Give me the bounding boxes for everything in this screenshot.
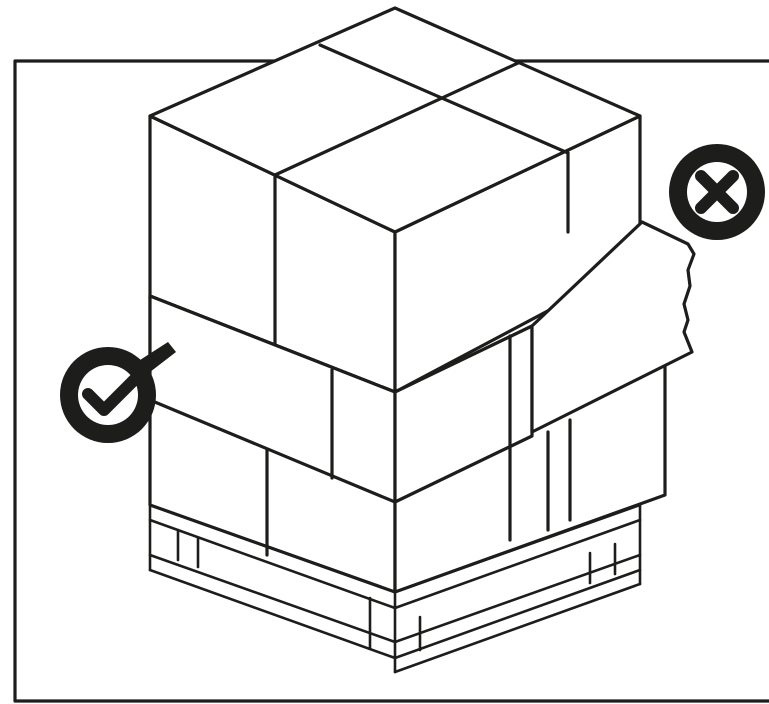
top-box-layer bbox=[148, 6, 642, 394]
loose-wrap-flap-shape bbox=[530, 220, 696, 434]
top-division-line bbox=[273, 61, 520, 177]
pallet-board bbox=[393, 568, 642, 660]
pallet-board bbox=[148, 568, 397, 660]
pallet-base bbox=[148, 503, 642, 674]
pallet-board bbox=[393, 503, 642, 594]
loose-wrap-flap bbox=[530, 220, 696, 434]
cross-circle-icon bbox=[669, 144, 765, 240]
correct-wrap-band-right bbox=[393, 324, 534, 504]
pallet-board bbox=[393, 582, 642, 674]
pallet-board bbox=[148, 518, 397, 610]
top-division-line bbox=[318, 43, 570, 155]
pallet-board bbox=[393, 518, 642, 610]
check-mark bbox=[82, 362, 152, 416]
pallet-board bbox=[148, 553, 397, 644]
check-circle-icon bbox=[60, 342, 176, 443]
pallet-board bbox=[393, 553, 642, 644]
